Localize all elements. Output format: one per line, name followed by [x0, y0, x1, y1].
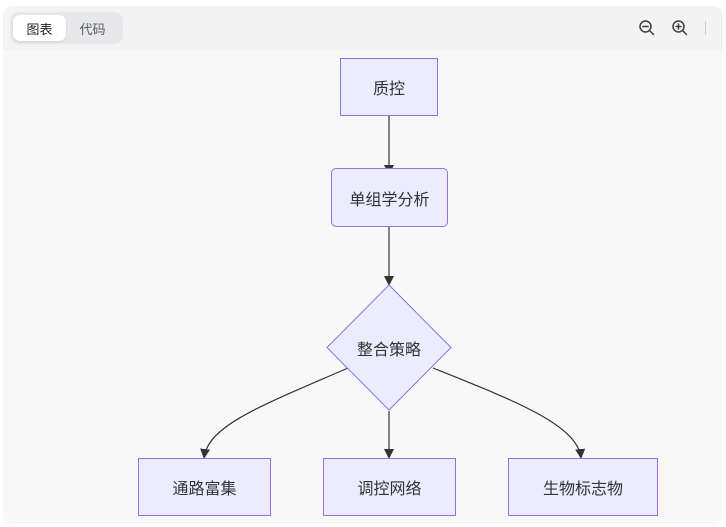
toolbar-divider — [705, 21, 706, 35]
view-switcher: 图表 代码 — [10, 12, 123, 44]
node-integration-strategy[interactable]: 整合策略 — [326, 284, 452, 411]
zoom-in-icon[interactable] — [670, 18, 690, 38]
node-pathway-enrichment[interactable]: 通路富集 — [138, 458, 271, 516]
decision-diamond — [326, 284, 452, 411]
flowchart-edges — [200, 116, 586, 459]
edge-decision-to-marker — [432, 367, 586, 459]
diagram-viewer: 图表 代码 质控 单 — [3, 6, 723, 524]
node-qc[interactable]: 质控 — [340, 58, 438, 116]
edge-decision-to-pathway — [200, 367, 349, 459]
node-regulatory-network[interactable]: 调控网络 — [323, 458, 456, 516]
node-biomarker[interactable]: 生物标志物 — [508, 458, 658, 516]
tab-diagram[interactable]: 图表 — [13, 15, 66, 41]
flowchart-canvas: 质控 单组学分析 整合策略 通路富集 调控网络 生物标志物 — [3, 50, 723, 524]
node-integration-strategy-label: 整合策略 — [356, 339, 421, 359]
tab-code[interactable]: 代码 — [79, 22, 106, 38]
zoom-out-icon[interactable] — [637, 18, 657, 38]
node-single-omics-analysis[interactable]: 单组学分析 — [331, 168, 448, 227]
toolbar: 图表 代码 — [3, 6, 723, 50]
